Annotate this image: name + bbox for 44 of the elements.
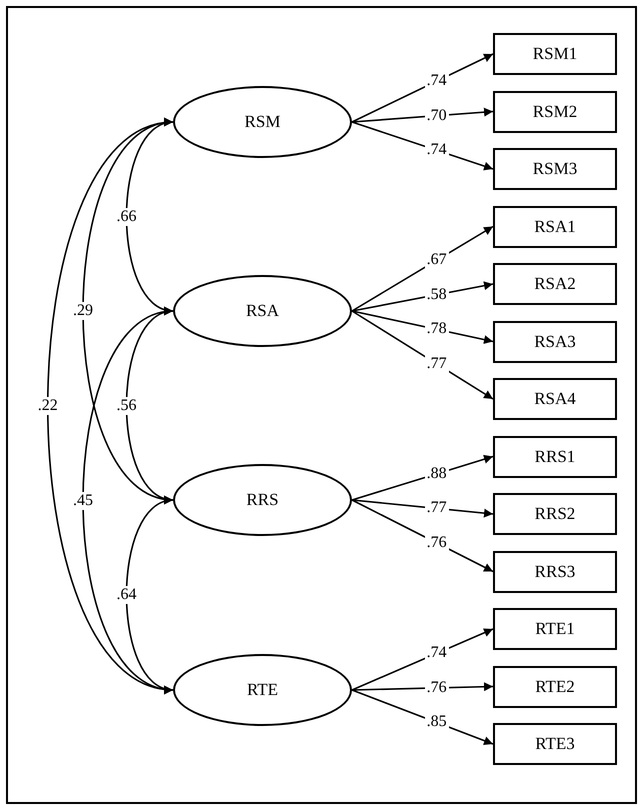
arrow	[352, 628, 494, 691]
edge-label: .64	[114, 586, 138, 604]
arrow	[352, 226, 494, 312]
arrow	[352, 689, 494, 745]
arrow	[352, 108, 494, 123]
indicator-box: RSM3	[493, 148, 617, 190]
edge-label: .22	[36, 397, 60, 415]
edge-label: .74	[424, 644, 449, 662]
latent-variable-ellipse: RRS	[173, 464, 352, 536]
latent-variable-ellipse: RSM	[173, 86, 352, 158]
arrow	[352, 310, 494, 344]
indicator-box: RSA4	[493, 378, 617, 420]
edge-label: .76	[424, 534, 449, 552]
indicator-box: RTE3	[493, 723, 617, 765]
arrow	[352, 53, 494, 123]
indicator-box: RSA1	[493, 206, 617, 248]
arrow	[82, 309, 174, 692]
arrow	[352, 682, 494, 692]
indicator-box: RSM1	[493, 33, 617, 75]
arrow	[352, 310, 494, 400]
arrow	[352, 121, 494, 170]
indicator-box: RSA2	[493, 263, 617, 305]
indicator-box: RRS3	[493, 550, 617, 592]
latent-variable-ellipse: RSA	[173, 275, 352, 347]
arrow	[352, 499, 494, 572]
arrow	[47, 120, 174, 692]
edge-label: .67	[424, 251, 449, 270]
indicator-box: RTE2	[493, 666, 617, 708]
indicator-box: RSA3	[493, 320, 617, 362]
arrow	[352, 499, 494, 518]
edge-label: .66	[114, 208, 138, 226]
edge-label: .45	[71, 492, 95, 510]
arrow	[126, 498, 174, 692]
edge-label: .56	[114, 396, 138, 414]
edge-label: .74	[424, 72, 449, 90]
indicator-box: RTE1	[493, 608, 617, 650]
indicator-box: RRS1	[493, 436, 617, 478]
indicator-box: RRS2	[493, 493, 617, 535]
edge-label: .29	[71, 302, 95, 320]
indicator-box: RSM2	[493, 90, 617, 132]
arrow	[352, 281, 494, 312]
edge-label: .77	[424, 354, 449, 373]
arrow	[352, 454, 494, 501]
latent-variable-ellipse: RTE	[173, 654, 352, 726]
